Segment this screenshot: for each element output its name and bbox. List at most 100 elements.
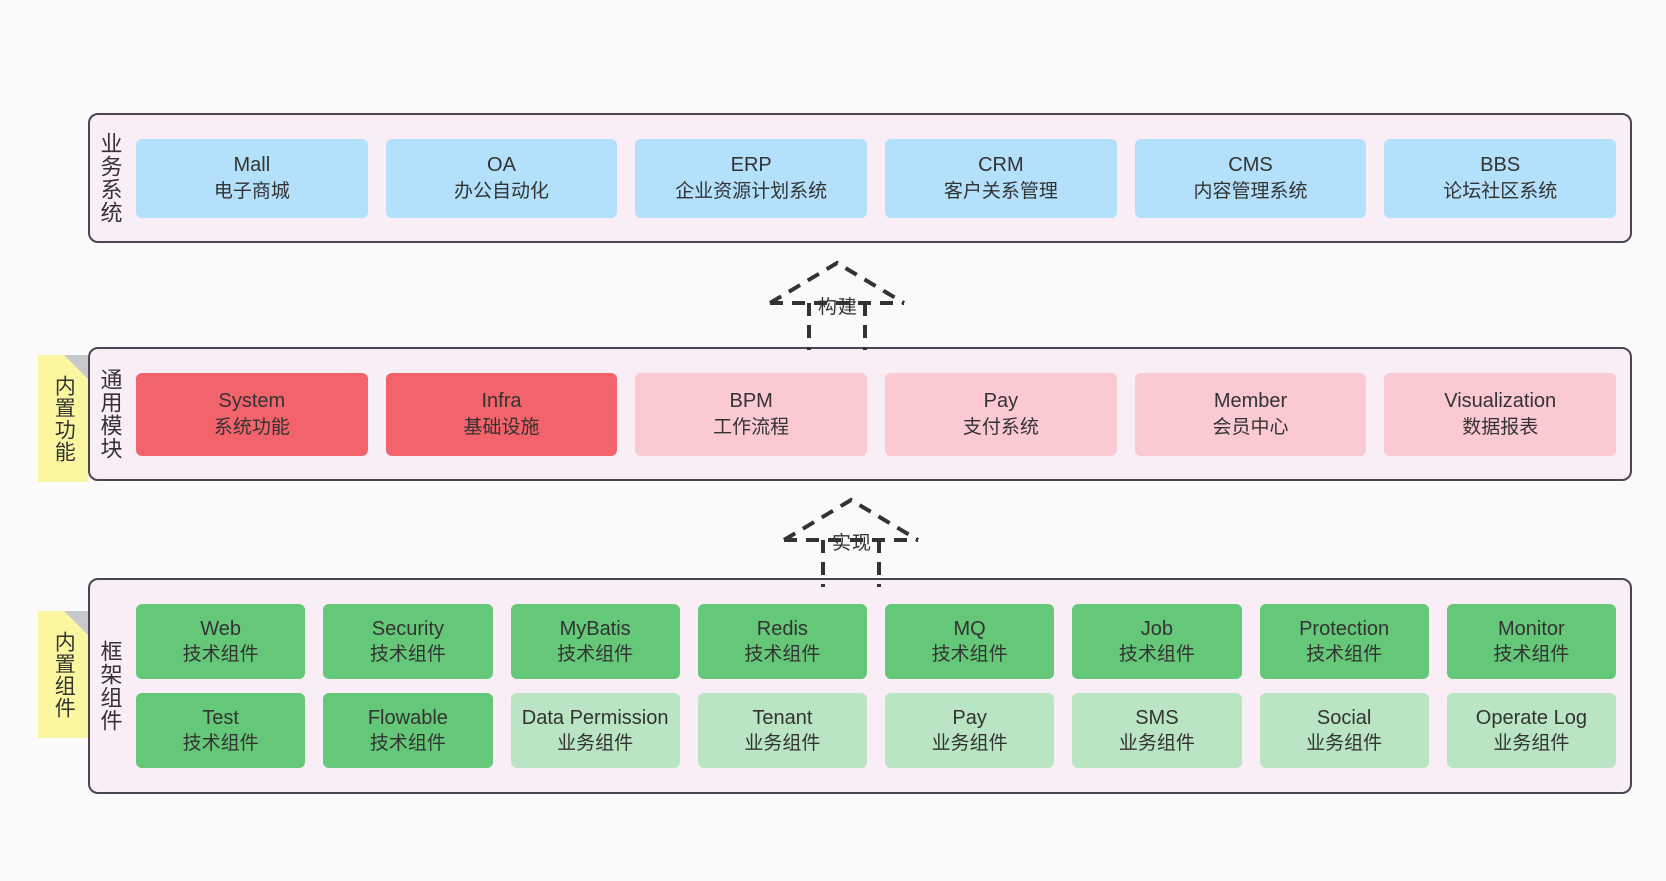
dashed-generalization-arrow-icon <box>782 497 920 587</box>
component-box-job[interactable]: Job 技术组件 <box>1072 604 1242 679</box>
component-name: SMS <box>1135 706 1179 729</box>
component-box-system[interactable]: System 系统功能 <box>136 372 368 456</box>
layer-body-common-modules: System 系统功能 Infra 基础设施 BPM 工作流程 Pay 支付系统… <box>130 349 1630 479</box>
connector-build <box>752 255 922 350</box>
component-desc: 技术组件 <box>1493 644 1570 666</box>
component-desc: 技术组件 <box>931 644 1008 666</box>
component-desc: 技术组件 <box>557 644 634 666</box>
component-desc: 技术组件 <box>1118 644 1195 666</box>
component-name: Monitor <box>1498 617 1565 640</box>
layer-common-modules: 通用模块 System 系统功能 Infra 基础设施 BPM 工作流程 Pay… <box>88 347 1632 481</box>
component-box-sms[interactable]: SMS 业务组件 <box>1072 693 1242 768</box>
component-name: CMS <box>1228 154 1273 177</box>
component-box-data-permission[interactable]: Data Permission 业务组件 <box>510 693 680 768</box>
connector-build-label: 构建 <box>818 297 859 318</box>
component-box-web[interactable]: Web 技术组件 <box>136 604 306 679</box>
component-desc: 电子商城 <box>213 180 290 202</box>
component-desc: 业务组件 <box>744 733 821 755</box>
component-name: BBS <box>1480 154 1521 177</box>
component-desc: 支付系统 <box>962 416 1039 438</box>
component-box-mall[interactable]: Mall 电子商城 <box>136 138 368 218</box>
component-box-bbs[interactable]: BBS 论坛社区系统 <box>1384 138 1617 218</box>
layer-body-business-systems: Mall 电子商城 OA 办公自动化 ERP 企业资源计划系统 CRM 客户关系… <box>130 115 1630 241</box>
component-desc: 业务组件 <box>1493 733 1570 755</box>
component-box-flowable[interactable]: Flowable 技术组件 <box>323 693 493 768</box>
component-name: System <box>218 390 286 413</box>
component-name: MyBatis <box>559 617 631 640</box>
connector-implement <box>766 492 936 587</box>
component-row: System 系统功能 Infra 基础设施 BPM 工作流程 Pay 支付系统… <box>136 372 1617 456</box>
component-name: OA <box>487 154 516 177</box>
layer-title-common-modules: 通用模块 <box>97 368 123 460</box>
component-row: Mall 电子商城 OA 办公自动化 ERP 企业资源计划系统 CRM 客户关系… <box>136 138 1617 218</box>
layer-title-framework-components: 框架组件 <box>97 640 123 732</box>
component-desc: 业务组件 <box>931 733 1008 755</box>
component-box-redis[interactable]: Redis 技术组件 <box>697 604 867 679</box>
component-desc: 技术组件 <box>1306 644 1383 666</box>
sticky-note-builtin-components: 内置组件 <box>38 611 88 738</box>
component-desc: 技术组件 <box>744 644 821 666</box>
component-name: Tenant <box>752 706 813 729</box>
component-name: CRM <box>978 154 1024 177</box>
connector-implement-label: 实现 <box>832 533 873 554</box>
layer-business-systems: 业务系统 Mall 电子商城 OA 办公自动化 ERP 企业资源计划系统 CRM… <box>88 113 1632 243</box>
component-box-mq[interactable]: MQ 技术组件 <box>885 604 1055 679</box>
component-desc: 论坛社区系统 <box>1443 180 1558 202</box>
component-desc: 技术组件 <box>369 733 446 755</box>
component-box-infra[interactable]: Infra 基础设施 <box>385 372 618 456</box>
component-box-social[interactable]: Social 业务组件 <box>1259 693 1429 768</box>
sticky-note-builtin-features: 内置功能 <box>38 355 88 482</box>
note-fold-corner-icon <box>64 355 88 379</box>
sticky-note-label: 内置组件 <box>52 630 76 719</box>
component-box-cms[interactable]: CMS 内容管理系统 <box>1134 138 1367 218</box>
component-name: Operate Log <box>1475 706 1587 729</box>
note-fold-corner-icon <box>64 611 88 635</box>
component-desc: 办公自动化 <box>454 180 550 202</box>
dashed-generalization-arrow-icon <box>768 260 906 350</box>
component-desc: 工作流程 <box>713 416 790 438</box>
component-box-tenant[interactable]: Tenant 业务组件 <box>697 693 867 768</box>
component-box-member[interactable]: Member 会员中心 <box>1134 372 1367 456</box>
component-box-crm[interactable]: CRM 客户关系管理 <box>885 138 1117 218</box>
component-name: Social <box>1316 706 1372 729</box>
component-row: Web 技术组件 Security 技术组件 MyBatis 技术组件 Redi… <box>136 604 1616 679</box>
component-row: Test 技术组件 Flowable 技术组件 Data Permission … <box>136 693 1616 768</box>
component-box-erp[interactable]: ERP 企业资源计划系统 <box>635 138 868 218</box>
component-box-pay[interactable]: Pay 支付系统 <box>885 372 1117 456</box>
component-box-security[interactable]: Security 技术组件 <box>323 604 493 679</box>
component-desc: 系统功能 <box>213 416 290 438</box>
component-name: Pay <box>952 706 987 729</box>
component-name: Visualization <box>1444 390 1557 413</box>
layer-body-framework-components: Web 技术组件 Security 技术组件 MyBatis 技术组件 Redi… <box>130 580 1630 792</box>
component-box-monitor[interactable]: Monitor 技术组件 <box>1446 604 1616 679</box>
component-name: ERP <box>730 154 772 177</box>
component-desc: 会员中心 <box>1212 416 1289 438</box>
component-name: Test <box>202 706 239 729</box>
component-name: Mall <box>233 154 271 177</box>
component-box-pay-business[interactable]: Pay 业务组件 <box>885 693 1055 768</box>
component-box-operate-log[interactable]: Operate Log 业务组件 <box>1446 693 1616 768</box>
component-name: Pay <box>983 390 1019 413</box>
layer-framework-components: 框架组件 Web 技术组件 Security 技术组件 MyBatis 技术组件… <box>88 578 1632 794</box>
layer-title-business-systems: 业务系统 <box>97 132 123 224</box>
component-desc: 技术组件 <box>369 644 446 666</box>
component-name: Web <box>200 617 241 640</box>
component-name: Member <box>1213 390 1288 413</box>
component-box-test[interactable]: Test 技术组件 <box>136 693 306 768</box>
component-name: Data Permission <box>521 706 669 729</box>
component-box-oa[interactable]: OA 办公自动化 <box>385 138 618 218</box>
component-desc: 技术组件 <box>182 644 259 666</box>
component-desc: 业务组件 <box>1118 733 1195 755</box>
component-desc: 技术组件 <box>182 733 259 755</box>
component-box-bpm[interactable]: BPM 工作流程 <box>635 372 868 456</box>
component-box-visualization[interactable]: Visualization 数据报表 <box>1384 372 1617 456</box>
sticky-note-label: 内置功能 <box>52 374 76 463</box>
component-desc: 内容管理系统 <box>1193 180 1308 202</box>
component-box-protection[interactable]: Protection 技术组件 <box>1259 604 1429 679</box>
component-name: BPM <box>729 390 773 413</box>
component-box-mybatis[interactable]: MyBatis 技术组件 <box>510 604 680 679</box>
component-desc: 客户关系管理 <box>943 180 1058 202</box>
component-desc: 基础设施 <box>463 416 540 438</box>
component-desc: 数据报表 <box>1462 416 1539 438</box>
